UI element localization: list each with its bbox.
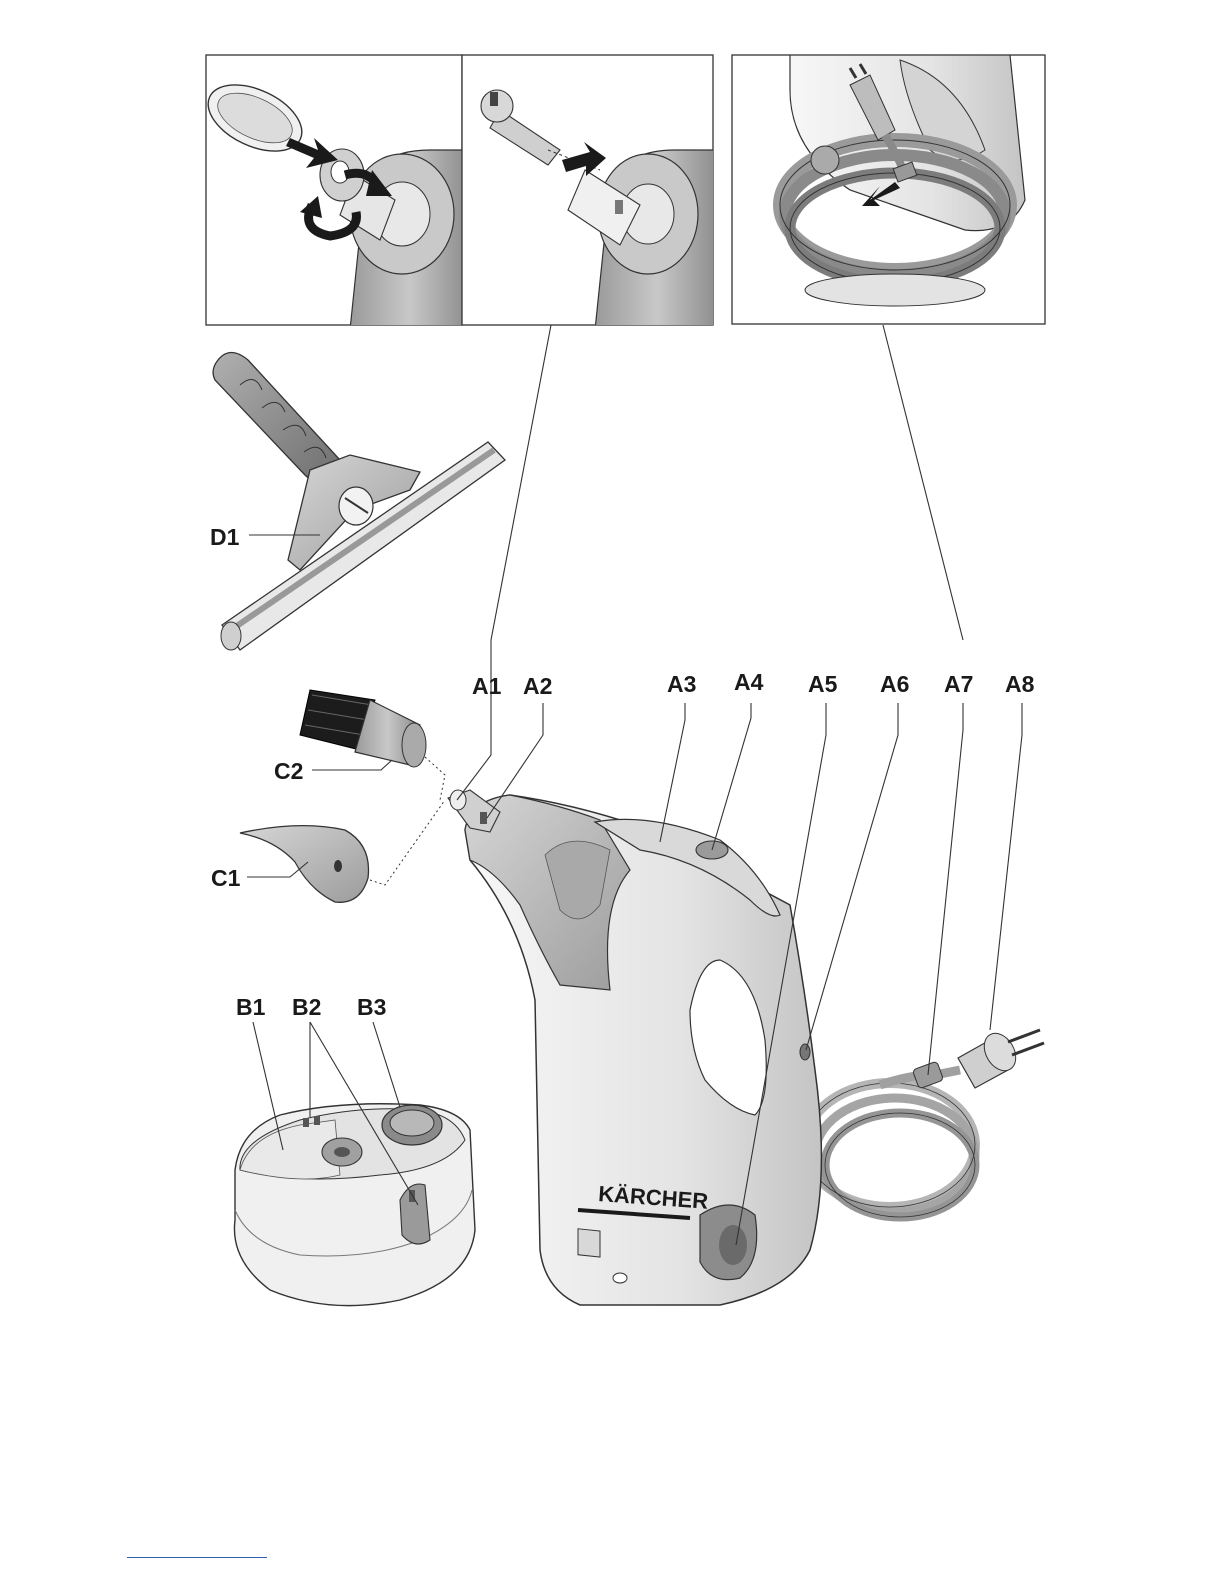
label-c2: C2 <box>274 758 303 784</box>
label-d1: D1 <box>210 524 240 550</box>
window-squeegee-attachment <box>213 353 505 651</box>
power-cable-coil <box>805 1075 975 1217</box>
label-a7: A7 <box>944 671 973 697</box>
detail-nozzle-attachment <box>240 826 369 903</box>
charging-base-station <box>234 1104 475 1306</box>
handheld-steam-cleaner: KÄRCHER <box>448 790 975 1305</box>
label-b1: B1 <box>236 994 266 1020</box>
label-a3: A3 <box>667 671 696 697</box>
inset-panel-cable-storage <box>732 55 1045 324</box>
label-b3: B3 <box>357 994 386 1020</box>
inset-panel-nozzle-attach <box>198 55 470 330</box>
label-a4: A4 <box>734 669 764 695</box>
label-a1: A1 <box>472 673 502 699</box>
footer-rule <box>127 1557 267 1558</box>
label-b2: B2 <box>292 994 321 1020</box>
label-c1: C1 <box>211 865 241 891</box>
label-a5: A5 <box>808 671 838 697</box>
label-a8: A8 <box>1005 671 1035 697</box>
mains-plug <box>935 1028 1044 1088</box>
label-a2: A2 <box>523 673 552 699</box>
label-a6: A6 <box>880 671 909 697</box>
inset-panel-nozzle-remove <box>462 55 720 330</box>
round-brush-attachment <box>300 690 426 767</box>
